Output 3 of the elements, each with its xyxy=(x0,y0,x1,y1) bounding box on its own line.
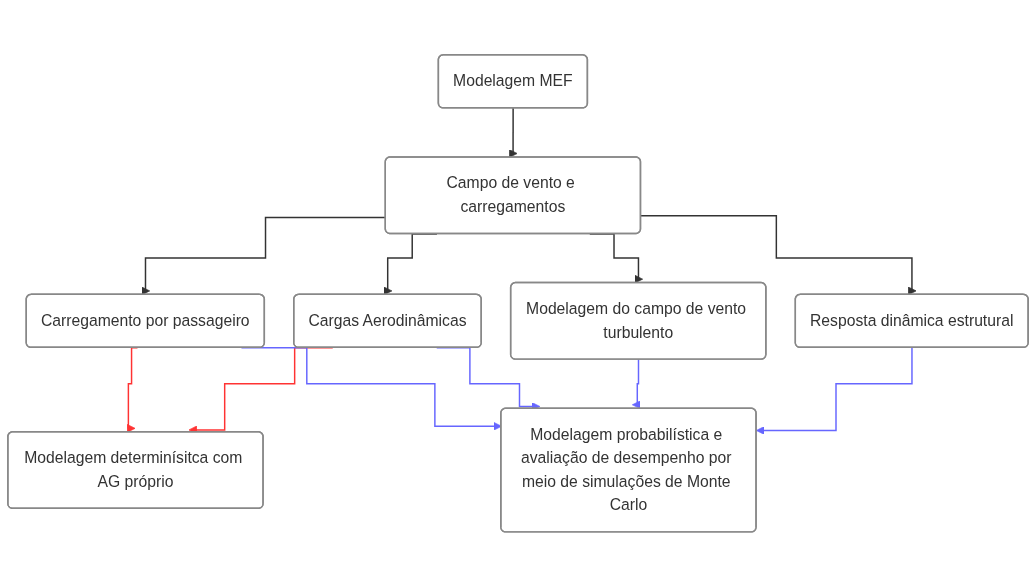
arrow xyxy=(640,215,917,296)
arrow xyxy=(508,107,518,158)
arrow xyxy=(632,359,641,410)
